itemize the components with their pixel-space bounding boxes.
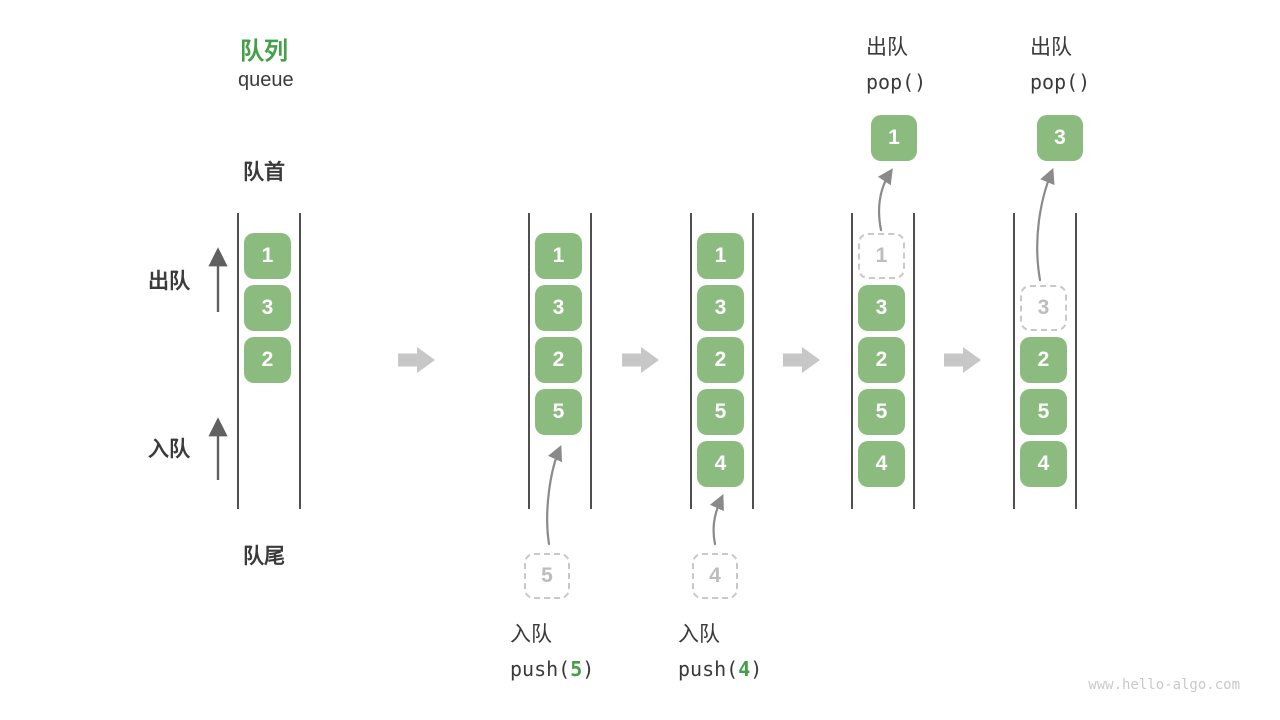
operation-code: push(5) <box>510 657 595 681</box>
operation-code: pop() <box>1030 70 1091 94</box>
queue-item: 5 <box>535 389 582 435</box>
queue-wall <box>590 213 592 509</box>
queue-wall <box>752 213 754 509</box>
page-subtitle: queue <box>238 69 294 91</box>
flow-arrow-icon <box>398 347 435 373</box>
watermark: www.hello-algo.com <box>1088 677 1240 693</box>
pending-item: 5 <box>524 553 570 599</box>
operation-code: push(4) <box>678 657 763 681</box>
queue-wall <box>528 213 530 509</box>
label-queue-front: 队首 <box>243 161 285 184</box>
queue-item: 1 <box>244 233 291 279</box>
queue-wall <box>299 213 301 509</box>
queue-item: 4 <box>858 441 905 487</box>
operation-label: 入队 <box>678 623 720 646</box>
queue-item: 3 <box>858 285 905 331</box>
pop-connector-arrow <box>1036 167 1055 282</box>
operation-push-4: 入队 push(4) <box>678 618 762 681</box>
queue-item: 2 <box>535 337 582 383</box>
queue-item: 5 <box>1020 389 1067 435</box>
queue-wall <box>1075 213 1077 509</box>
queue-item: 2 <box>697 337 744 383</box>
popped-item: 3 <box>1037 115 1083 161</box>
queue-item: 2 <box>858 337 905 383</box>
flow-arrow-icon <box>783 347 820 373</box>
flow-arrow-icon <box>944 347 981 373</box>
operation-pop-2: 出队 pop() <box>1030 31 1090 94</box>
queue-item: 3 <box>535 285 582 331</box>
push-connector-arrow <box>709 494 724 546</box>
page-title: 队列 <box>240 38 288 65</box>
operation-code: pop() <box>866 70 927 94</box>
queue-wall <box>851 213 853 509</box>
queue-item: 5 <box>858 389 905 435</box>
push-connector-arrow <box>546 444 563 546</box>
queue-wall <box>690 213 692 509</box>
queue-item: 4 <box>1020 441 1067 487</box>
queue-item: 3 <box>697 285 744 331</box>
operation-label: 出队 <box>1030 36 1072 59</box>
queue-wall <box>237 213 239 509</box>
label-queue-rear: 队尾 <box>243 545 285 568</box>
pop-connector-arrow <box>877 168 893 232</box>
queue-item: 3 <box>244 285 291 331</box>
queue-wall <box>1013 213 1015 509</box>
queue-item: 1 <box>535 233 582 279</box>
queue-item: 1 <box>697 233 744 279</box>
operation-label: 入队 <box>510 623 552 646</box>
queue-item: 4 <box>697 441 744 487</box>
operation-label: 出队 <box>866 36 908 59</box>
popped-item: 1 <box>871 115 917 161</box>
operation-pop-1: 出队 pop() <box>866 31 926 94</box>
label-dequeue: 出队 <box>148 270 190 293</box>
queue-item: 2 <box>1020 337 1067 383</box>
queue-item: 5 <box>697 389 744 435</box>
queue-item: 2 <box>244 337 291 383</box>
removed-queue-slot: 1 <box>858 233 905 279</box>
label-enqueue: 入队 <box>148 438 190 461</box>
removed-queue-slot: 3 <box>1020 285 1067 331</box>
queue-wall <box>913 213 915 509</box>
flow-arrow-icon <box>622 347 659 373</box>
operation-push-5: 入队 push(5) <box>510 618 594 681</box>
pending-item: 4 <box>692 553 738 599</box>
